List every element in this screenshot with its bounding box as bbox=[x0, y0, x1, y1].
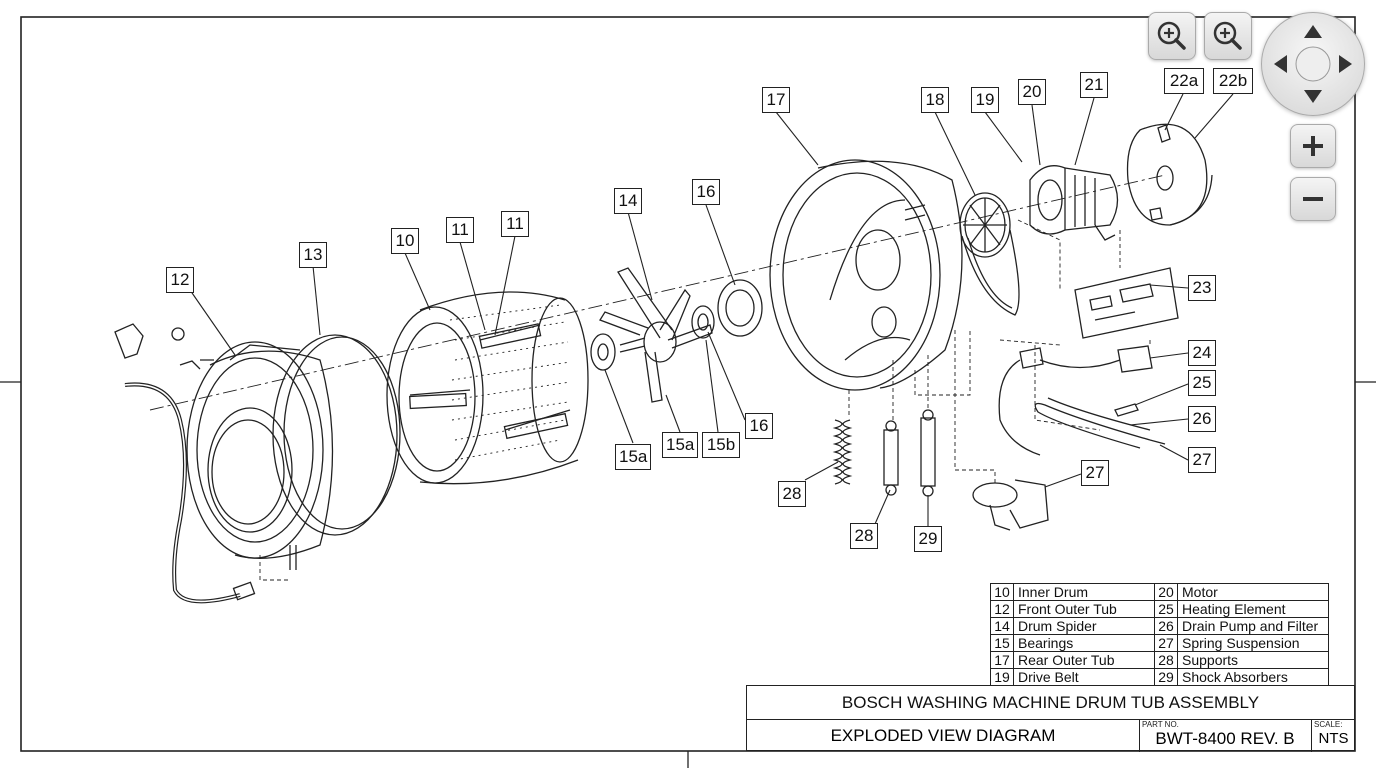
gasket-ring-part bbox=[272, 334, 401, 536]
pan-right-icon bbox=[1339, 55, 1352, 73]
legend-description: Spring Suspension bbox=[1177, 634, 1329, 652]
callout-15a[interactable]: 15a bbox=[615, 444, 651, 470]
zoom-in-icon bbox=[1157, 21, 1186, 50]
title-block: BOSCH WASHING MACHINE DRUM TUB ASSEMBLY … bbox=[746, 685, 1356, 752]
legend-number: 28 bbox=[1154, 651, 1178, 669]
callout-28[interactable]: 28 bbox=[850, 523, 878, 549]
pan-control[interactable] bbox=[1261, 12, 1365, 116]
bearing-part bbox=[590, 333, 616, 371]
legend-description: Motor bbox=[1177, 583, 1329, 601]
zoom-in-alt-button[interactable] bbox=[1204, 12, 1252, 60]
heating-element-part bbox=[1034, 397, 1166, 449]
legend-number: 19 bbox=[990, 668, 1014, 686]
callout-27[interactable]: 27 bbox=[1081, 460, 1109, 486]
legend-description: Drain Pump and Filter bbox=[1177, 617, 1329, 635]
scale-label: SCALE: bbox=[1314, 720, 1343, 729]
pan-up-icon bbox=[1304, 25, 1322, 38]
pulley-belt-part bbox=[959, 192, 1020, 316]
legend-number: 12 bbox=[990, 600, 1014, 618]
legend-number: 26 bbox=[1154, 617, 1178, 635]
drawing-subtitle: EXPLODED VIEW DIAGRAM bbox=[747, 719, 1140, 752]
shock-absorber-part bbox=[883, 409, 936, 497]
legend-number: 15 bbox=[990, 634, 1014, 652]
legend-description: Front Outer Tub bbox=[1013, 600, 1155, 618]
legend-number: 17 bbox=[990, 651, 1014, 669]
part-number-label: PART NO. bbox=[1142, 720, 1179, 729]
callout-25[interactable]: 25 bbox=[1188, 370, 1216, 396]
callout-16[interactable]: 16 bbox=[745, 413, 773, 439]
callout-26[interactable]: 26 bbox=[1188, 406, 1216, 432]
rear-outer-tub-part bbox=[769, 159, 963, 391]
callout-29[interactable]: 29 bbox=[914, 526, 942, 552]
counterweight-part bbox=[1126, 123, 1213, 226]
legend-description: Drive Belt bbox=[1013, 668, 1155, 686]
callout-11[interactable]: 11 bbox=[446, 217, 474, 243]
control-board-part bbox=[1074, 267, 1179, 339]
legend-number: 14 bbox=[990, 617, 1014, 635]
legend-description: Heating Element bbox=[1177, 600, 1329, 618]
spring-suspension-part bbox=[832, 419, 853, 485]
legend-number: 25 bbox=[1154, 600, 1178, 618]
callout-14[interactable]: 14 bbox=[614, 188, 642, 214]
sensor-part bbox=[998, 345, 1153, 456]
part-number-value: BWT-8400 REV. B bbox=[1155, 729, 1295, 748]
callout-13[interactable]: 13 bbox=[299, 242, 327, 268]
callout-23[interactable]: 23 bbox=[1188, 275, 1216, 301]
inner-drum-part bbox=[386, 291, 589, 485]
callout-28[interactable]: 28 bbox=[778, 481, 806, 507]
part-number-cell: PART NO. BWT-8400 REV. B bbox=[1139, 719, 1312, 752]
callout-12[interactable]: 12 bbox=[166, 267, 194, 293]
pan-down-icon bbox=[1304, 90, 1322, 103]
callout-21[interactable]: 21 bbox=[1080, 72, 1108, 98]
legend-description: Rear Outer Tub bbox=[1013, 651, 1155, 669]
callout-18[interactable]: 18 bbox=[921, 87, 949, 113]
callout-17[interactable]: 17 bbox=[762, 87, 790, 113]
scale-value: NTS bbox=[1318, 730, 1349, 747]
zoom-minus-button[interactable] bbox=[1290, 177, 1336, 221]
minus-icon bbox=[1303, 197, 1323, 201]
callout-24[interactable]: 24 bbox=[1188, 340, 1216, 366]
callout-16[interactable]: 16 bbox=[692, 179, 720, 205]
callout-19[interactable]: 19 bbox=[971, 87, 999, 113]
seal-part bbox=[691, 279, 763, 339]
legend-description: Inner Drum bbox=[1013, 583, 1155, 601]
zoom-in-button[interactable] bbox=[1148, 12, 1196, 60]
callout-15a[interactable]: 15a bbox=[662, 432, 698, 458]
drain-pump-part bbox=[972, 479, 1049, 531]
callout-27[interactable]: 27 bbox=[1188, 447, 1216, 473]
callout-10[interactable]: 10 bbox=[391, 228, 419, 254]
front-outer-tub-part bbox=[114, 323, 334, 604]
pan-arrows-icon bbox=[1274, 25, 1352, 103]
scale-cell: SCALE: NTS bbox=[1311, 719, 1356, 752]
drawing-title: BOSCH WASHING MACHINE DRUM TUB ASSEMBLY bbox=[747, 686, 1354, 720]
callout-15b[interactable]: 15b bbox=[702, 432, 740, 458]
legend-number: 10 bbox=[990, 583, 1014, 601]
motor-part bbox=[1029, 165, 1119, 241]
zoom-in-icon bbox=[1213, 21, 1242, 50]
drum-spider-part bbox=[599, 267, 713, 403]
legend-number: 20 bbox=[1154, 583, 1178, 601]
legend-description: Shock Absorbers bbox=[1177, 668, 1329, 686]
callout-11[interactable]: 11 bbox=[501, 211, 529, 237]
plus-icon bbox=[1303, 136, 1323, 156]
plug-part bbox=[1114, 403, 1139, 417]
pan-left-icon bbox=[1274, 55, 1287, 73]
callout-22a[interactable]: 22a bbox=[1164, 68, 1204, 94]
legend-number: 29 bbox=[1154, 668, 1178, 686]
legend-description: Drum Spider bbox=[1013, 617, 1155, 635]
legend-number: 27 bbox=[1154, 634, 1178, 652]
callout-22b[interactable]: 22b bbox=[1213, 68, 1253, 94]
callout-20[interactable]: 20 bbox=[1018, 79, 1046, 105]
zoom-plus-button[interactable] bbox=[1290, 124, 1336, 168]
legend-description: Bearings bbox=[1013, 634, 1155, 652]
legend-description: Supports bbox=[1177, 651, 1329, 669]
